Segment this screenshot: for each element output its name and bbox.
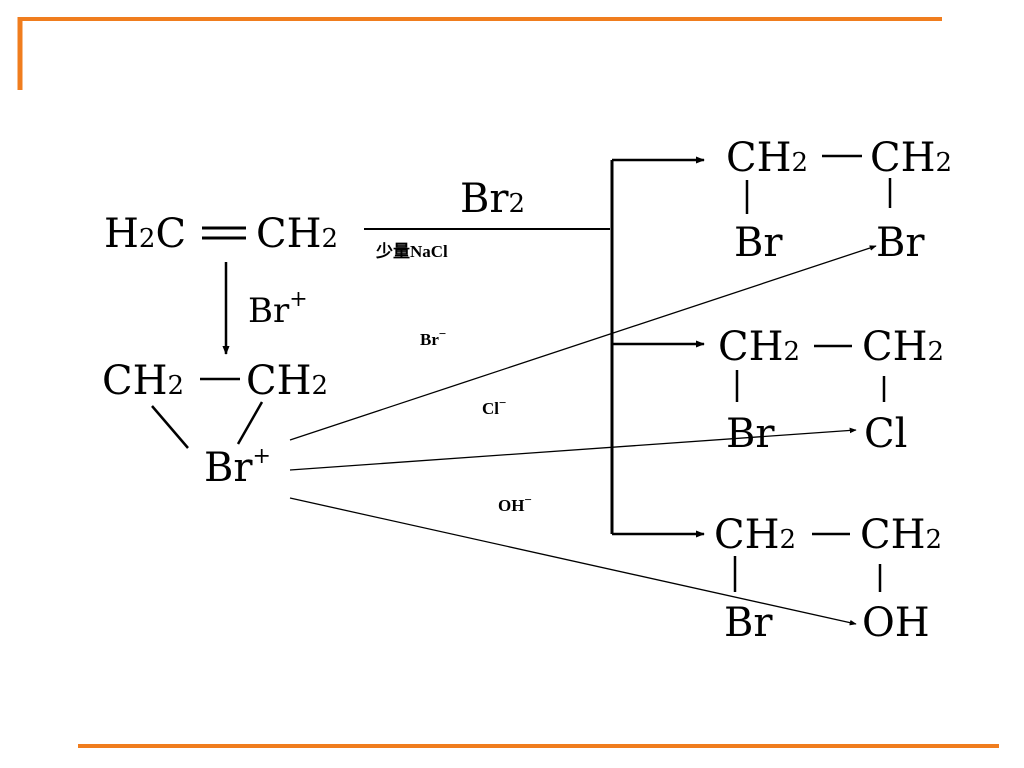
nucleophile-chloride: Cl− [482, 395, 506, 418]
reagent-arrow: Br2 少量NaCl [364, 176, 610, 261]
product-2-substituent-2: Cl [864, 411, 907, 457]
frame-decoration [17, 17, 999, 748]
product-dibromide: CH2 CH2 Br Br [726, 135, 952, 266]
bromonium-right-carbon: CH2 [246, 358, 328, 404]
bromonium-right-bond [236, 401, 264, 445]
step-bromonium-ion: Br+ [248, 287, 308, 331]
product-1-substituent-2: Br [876, 220, 925, 266]
bromonium-ion: CH2 CH2 Br+ [102, 358, 328, 491]
attack-arrow-cl [289, 427, 857, 471]
reagent-condition: 少量NaCl [375, 241, 448, 261]
product-2-substituent-1: Br [726, 411, 775, 457]
product-3-carbon-1: CH2 [714, 512, 796, 558]
product-2-carbon-2: CH2 [862, 324, 944, 370]
nucleophile-hydroxide: OH− [498, 492, 532, 515]
bromonium-left-bond [151, 405, 189, 449]
reactant-ethene: H2C CH2 [104, 211, 338, 257]
reagent-bromine: Br2 [460, 176, 525, 222]
product-bromochloride: CH2 CH2 Br Cl [718, 324, 944, 457]
bromonium-left-carbon: CH2 [102, 358, 184, 404]
product-3-substituent-1: Br [724, 600, 773, 646]
nucleophile-bromide: Br− [420, 326, 446, 349]
nucleophile-labels: Br− Cl− OH− [420, 326, 532, 515]
attack-arrow-oh [289, 497, 857, 626]
attack-arrows [289, 245, 877, 626]
bromonium-center-bromine: Br+ [204, 444, 271, 491]
product-3-carbon-2: CH2 [860, 512, 942, 558]
product-1-carbon-1: CH2 [726, 135, 808, 181]
product-1-carbon-2: CH2 [870, 135, 952, 181]
product-1-substituent-1: Br [734, 220, 783, 266]
product-bromohydrin: CH2 CH2 Br OH [714, 512, 942, 646]
branch-bracket [610, 156, 705, 538]
product-2-carbon-1: CH2 [718, 324, 800, 370]
step-arrow: Br+ [222, 262, 308, 355]
reactant-left-carbon: H2C [104, 211, 186, 257]
reactant-right-carbon: CH2 [256, 211, 338, 257]
attack-arrow-br [289, 245, 877, 441]
product-3-substituent-2: OH [862, 600, 930, 646]
